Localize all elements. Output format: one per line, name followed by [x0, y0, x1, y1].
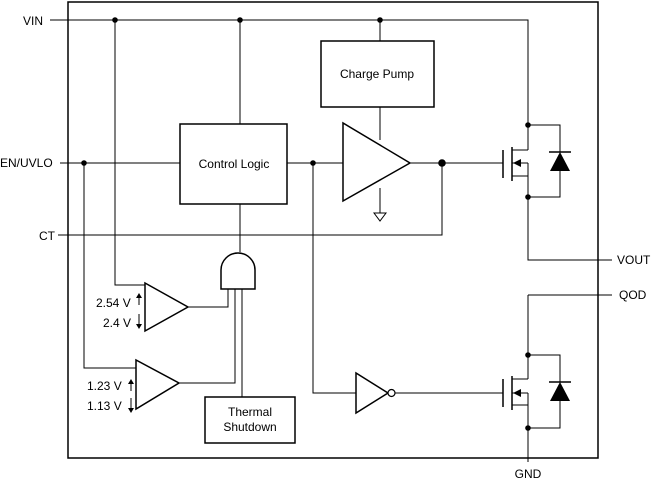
enable-rising-threshold: 1.23 V: [87, 379, 122, 393]
thermal-shutdown-label-1: Thermal: [228, 405, 272, 419]
qod-body-diode: [549, 381, 571, 401]
pin-qod: QOD: [619, 288, 647, 302]
pin-en-uvlo: EN/UVLO: [0, 156, 53, 170]
power-mosfet: [502, 125, 529, 197]
and-gate: [220, 252, 256, 290]
thermal-shutdown-block: [204, 396, 296, 444]
pin-vout: VOUT: [617, 253, 651, 267]
qod-inverter: [355, 371, 390, 415]
charge-pump-block: [320, 40, 435, 108]
gate-driver-amplifier: [342, 121, 412, 203]
threshold-arrows: [128, 293, 142, 413]
enable-falling-threshold: 1.13 V: [87, 399, 122, 413]
ic-boundary: [67, 1, 599, 459]
uvlo-comparator: [144, 281, 190, 333]
control-logic-block: [179, 123, 288, 205]
pin-gnd: GND: [515, 467, 542, 481]
body-diode: [549, 151, 571, 171]
pin-ct: CT: [39, 229, 56, 243]
uvlo-falling-threshold: 2.4 V: [103, 316, 131, 330]
uvlo-rising-threshold: 2.54 V: [96, 296, 131, 310]
charge-pump-label: Charge Pump: [340, 67, 414, 81]
thermal-shutdown-label-2: Shutdown: [223, 420, 276, 434]
ground-symbol: [373, 212, 387, 222]
qod-mosfet: [502, 355, 529, 428]
pin-vin: VIN: [23, 14, 43, 28]
enable-comparator: [135, 358, 181, 411]
inverter-bubble: [387, 388, 396, 398]
control-logic-label: Control Logic: [199, 157, 270, 171]
